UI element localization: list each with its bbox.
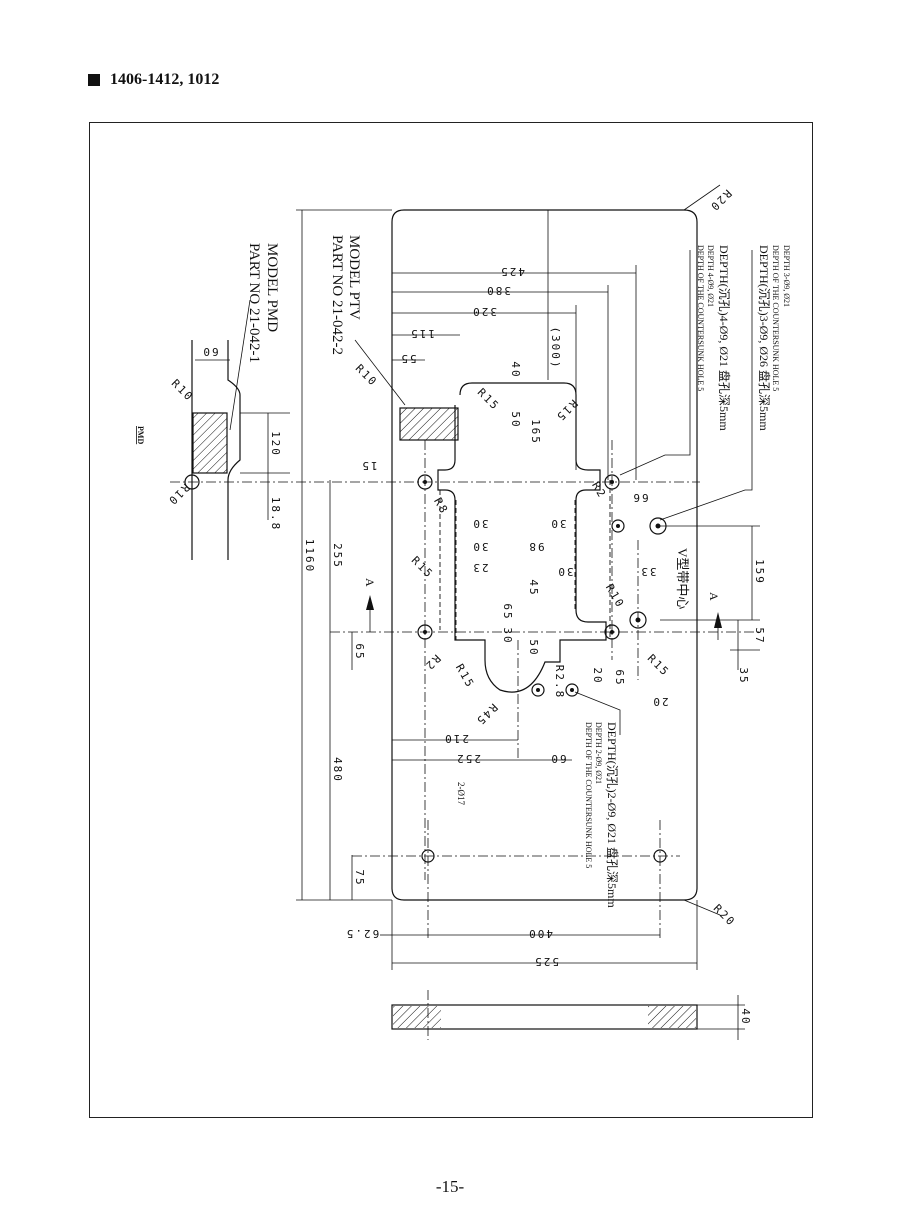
note-depth4-cn: DEPTH(沉孔)4-Ø9, Ø21 盘孔深5mm [717, 245, 732, 431]
dim-50-b: 50 [527, 639, 540, 656]
pmd-hatched-block [192, 412, 228, 474]
radius-r10-d: R10 [165, 481, 192, 508]
dim-30-e: 30 [501, 627, 514, 644]
dim-255: 255 [331, 543, 344, 569]
dim-35: 35 [737, 667, 750, 684]
dim-33: 33 [639, 565, 656, 578]
dim-20-b: 20 [651, 695, 668, 708]
radius-r15-d: R15 [453, 662, 477, 691]
note-depth2-cn: DEPTH(沉孔)2-Ø9, Ø21 盘孔深5mm [605, 722, 620, 908]
note-depth3-cn: DEPTH(沉孔)3-Ø9, Ø26 盘孔深5mm [757, 245, 772, 431]
dim-65-b: 65 [353, 643, 366, 660]
plate-outline [391, 209, 698, 901]
note-depth3-en: DEPTH OF THE COUNTERSUNK HOLE 5 [771, 245, 780, 391]
note-depth3-small: DEPTH 3-Ø9, Ø21 [782, 245, 791, 307]
radius-r10-b: R10 [603, 582, 627, 611]
radius-r15-c: R15 [409, 554, 436, 581]
notes: DEPTH 3-Ø9, Ø21 DEPTH OF THE COUNTERSUNK… [136, 235, 791, 908]
radius-r2-8: R2.8 [553, 665, 566, 700]
dimension-labels: 425 380 320 115 55 (300) 40 50 165 15 30… [201, 265, 766, 1026]
note-depth2-en: DEPTH OF THE COUNTERSUNK HOLE 5 [584, 722, 593, 868]
dim-98: 98 [527, 540, 544, 553]
page-number: -15- [435, 1177, 465, 1196]
drawing-frame [89, 122, 813, 1118]
dim-65-c: 65 [613, 669, 626, 686]
dim-380: 380 [485, 284, 511, 297]
model-ptv-title: MODEL PTV [346, 235, 362, 320]
dim-23: 23 [471, 561, 488, 574]
note-depth4-en: DEPTH OF THE COUNTERSUNK HOLE 5 [696, 245, 705, 391]
section-label-a-right: A [707, 592, 721, 601]
dim-120: 120 [269, 431, 282, 457]
note-depth4-small: DEPTH 4-Ø9, Ø21 [706, 245, 715, 307]
dim-320: 320 [471, 305, 497, 318]
model-pmd-part: PART NO 21-042-1 [246, 243, 262, 363]
model-pmd-title: MODEL PMD [264, 243, 280, 332]
dim-40: 40 [509, 361, 522, 378]
note-v-belt-center: V型带中心 [675, 548, 690, 609]
radius-r10: R10 [353, 362, 380, 389]
dim-50: 50 [509, 411, 522, 428]
section-label-a-left: A [363, 578, 377, 587]
radius-r2: R2 [589, 480, 609, 501]
section-view [391, 1004, 698, 1030]
page-header: 1406-1412, 1012 [88, 70, 219, 90]
radius-r8: R8 [431, 496, 451, 517]
dim-480: 480 [331, 757, 344, 783]
radius-r20-top: R20 [707, 187, 734, 214]
dim-62-5: 62.5 [345, 927, 380, 940]
dim-60-a: 60 [549, 752, 566, 765]
ptv-hatched-block [399, 407, 459, 441]
dim-55: 55 [399, 352, 416, 365]
dim-30-c: 30 [549, 517, 566, 530]
dim-210: 210 [443, 732, 469, 745]
dim-425: 425 [499, 265, 525, 278]
dim-65-a: 65 [501, 603, 514, 620]
dim-30-b: 30 [471, 540, 488, 553]
radius-r45: R45 [473, 701, 500, 728]
dim-40-b: 40 [739, 1008, 752, 1025]
dim-525: 525 [533, 955, 559, 968]
dim-300: (300) [549, 326, 562, 369]
dim-20-a: 20 [591, 667, 604, 684]
radius-r20-bottom: R20 [711, 902, 738, 929]
dim-165: 165 [529, 419, 542, 445]
dim-400: 400 [527, 927, 553, 940]
header-title: 1406-1412, 1012 [110, 71, 220, 88]
header-bullet [88, 74, 100, 86]
central-cavity [437, 382, 607, 693]
dim-1160: 1160 [303, 539, 316, 574]
dim-75: 75 [353, 869, 366, 886]
dim-66: 66 [631, 491, 648, 504]
dim-15: 15 [360, 459, 377, 472]
note-depth2-small: DEPTH 2-Ø9, Ø21 [594, 722, 603, 784]
dim-30-d: 30 [556, 565, 573, 578]
radius-r15-e: R15 [645, 652, 672, 679]
radius-r15-a: R15 [475, 386, 502, 413]
dim-252: 252 [455, 752, 481, 765]
dim-30-a: 30 [471, 517, 488, 530]
dim-60-b: 60 [201, 345, 218, 358]
dim-159: 159 [753, 559, 766, 585]
dim-115: 115 [409, 327, 435, 340]
model-ptv-part: PART NO 21-042-2 [329, 235, 345, 355]
note-holes-2: 2-Ø17 [456, 782, 466, 805]
dim-57: 57 [753, 627, 766, 644]
pmd-tag: PMD [136, 426, 145, 444]
dim-45: 45 [527, 579, 540, 596]
dim-18-8: 18.8 [269, 497, 282, 532]
